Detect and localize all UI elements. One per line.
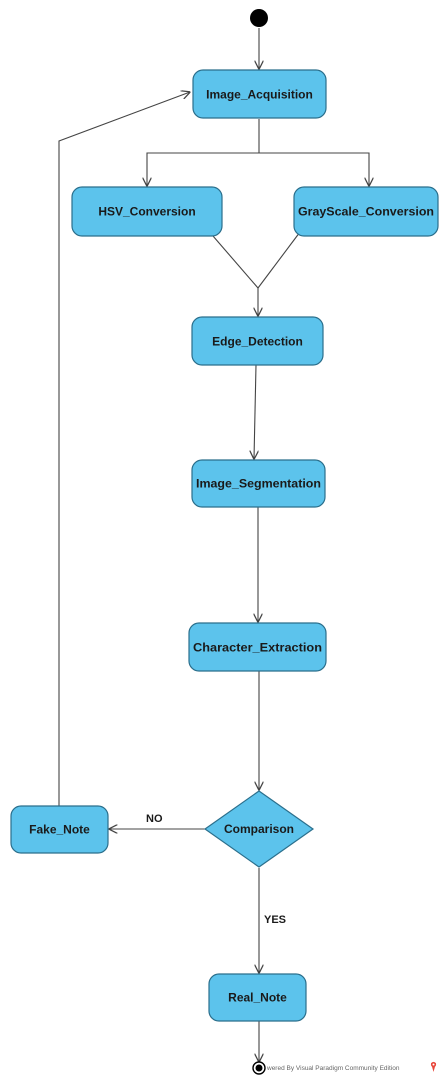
edge-label-no: NO <box>146 813 163 825</box>
edges <box>58 28 369 1062</box>
edge-label-yes: YES <box>264 914 286 926</box>
node-label-character-extraction: Character_Extraction <box>193 641 322 655</box>
node-hsv-conversion: HSV_Conversion <box>71 186 223 237</box>
node-edge-detection: Edge_Detection <box>191 316 324 366</box>
edge-grayscale-merge <box>257 231 301 289</box>
node-label-fake-note: Fake_Note <box>29 823 90 837</box>
visual-paradigm-logo-icon <box>430 1061 437 1072</box>
node-label-image-segmentation: Image_Segmentation <box>196 477 321 491</box>
initial-node <box>250 9 268 27</box>
decision-comparison: Comparison <box>203 790 315 868</box>
node-label-image-acquisition: Image_Acquisition <box>206 88 313 102</box>
watermark-text: wered By Visual Paradigm Community Editi… <box>266 1065 400 1072</box>
node-character-extraction: Character_Extraction <box>188 622 327 672</box>
node-real-note: Real_Note <box>208 973 307 1022</box>
edge-edge-detection-to-image-segmentation <box>254 364 256 459</box>
final-node <box>252 1061 266 1075</box>
node-label-hsv-conversion: HSV_Conversion <box>98 205 195 219</box>
node-fake-note: Fake_Note <box>10 805 109 854</box>
node-label-comparison: Comparison <box>224 822 294 836</box>
node-label-grayscale-conversion: GrayScale_Conversion <box>298 205 434 219</box>
node-label-real-note: Real_Note <box>228 991 287 1005</box>
node-grayscale-conversion: GrayScale_Conversion <box>293 186 439 237</box>
edge-fork-to-grayscale-conversion <box>259 152 369 186</box>
edge-hsv-merge <box>212 235 259 289</box>
edge-fake-note-to-image-acquisition <box>58 92 190 806</box>
node-label-edge-detection: Edge_Detection <box>212 335 303 349</box>
watermark: wered By Visual Paradigm Community Editi… <box>266 1061 437 1072</box>
node-image-segmentation: Image_Segmentation <box>191 459 326 508</box>
node-image-acquisition: Image_Acquisition <box>192 69 327 119</box>
edge-fork-to-hsv-conversion <box>147 119 260 186</box>
